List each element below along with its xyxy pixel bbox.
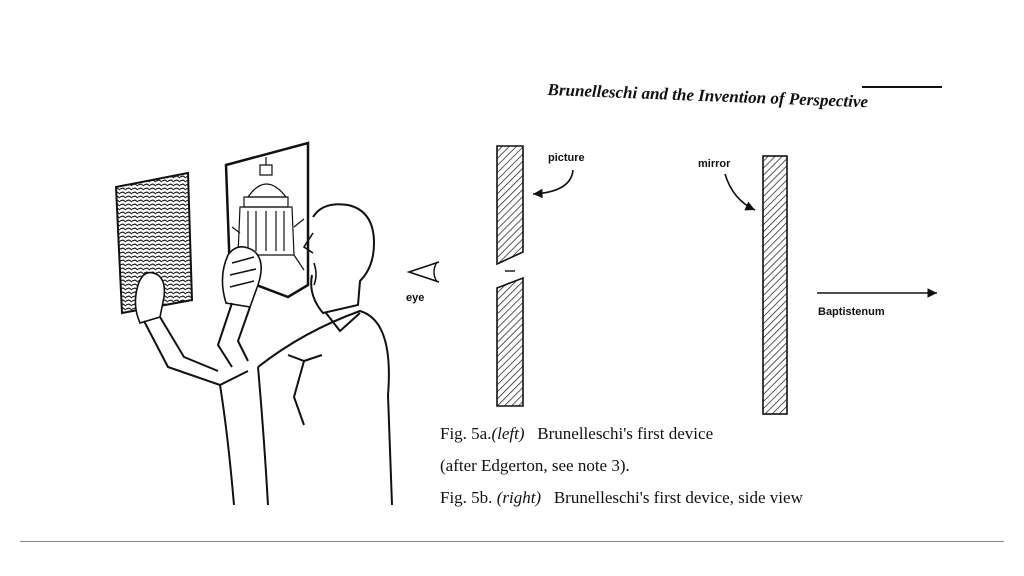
baptistery-drawing [231,157,305,271]
mirror-arrow [724,173,756,211]
mirror-panel [114,171,194,315]
running-head: Brunelleschi and the Invention of Perspe… [547,80,869,112]
mirror-section [762,155,788,415]
caption-fig-5b: Fig. 5b. (right) Brunelleschi's first de… [440,488,803,508]
header-rule [862,86,942,88]
eye-label: eye [406,292,425,304]
hands [134,246,262,324]
bottom-rule [20,541,1004,542]
baptistery-label: Baptistenum [818,306,885,318]
body [143,302,393,505]
figure-5b-diagram [406,145,937,415]
caption-ref: Fig. 5b. [440,488,493,507]
head [310,203,376,315]
caption-text: Brunelleschi's first device [537,424,714,443]
caption-fig-5a-note: (after Edgerton, see note 3). [440,456,630,476]
picture-panel-section-lower [496,276,524,407]
eye-symbol [406,261,440,283]
caption-qualifier: (right) [496,488,542,507]
caption-qualifier: (left) [491,424,525,443]
caption-text: (after Edgerton, see note 3). [440,456,630,475]
figure-5a-illustration [114,141,393,505]
picture-arrow [532,169,574,199]
caption-text: Brunelleschi's first device, side view [553,488,803,507]
mirror-label: mirror [698,158,731,170]
picture-label: picture [548,152,585,164]
caption-ref: Fig. 5a. [440,424,492,443]
caption-fig-5a: Fig. 5a.(left) Brunelleschi's first devi… [440,424,713,444]
picture-panel-section [496,145,524,266]
